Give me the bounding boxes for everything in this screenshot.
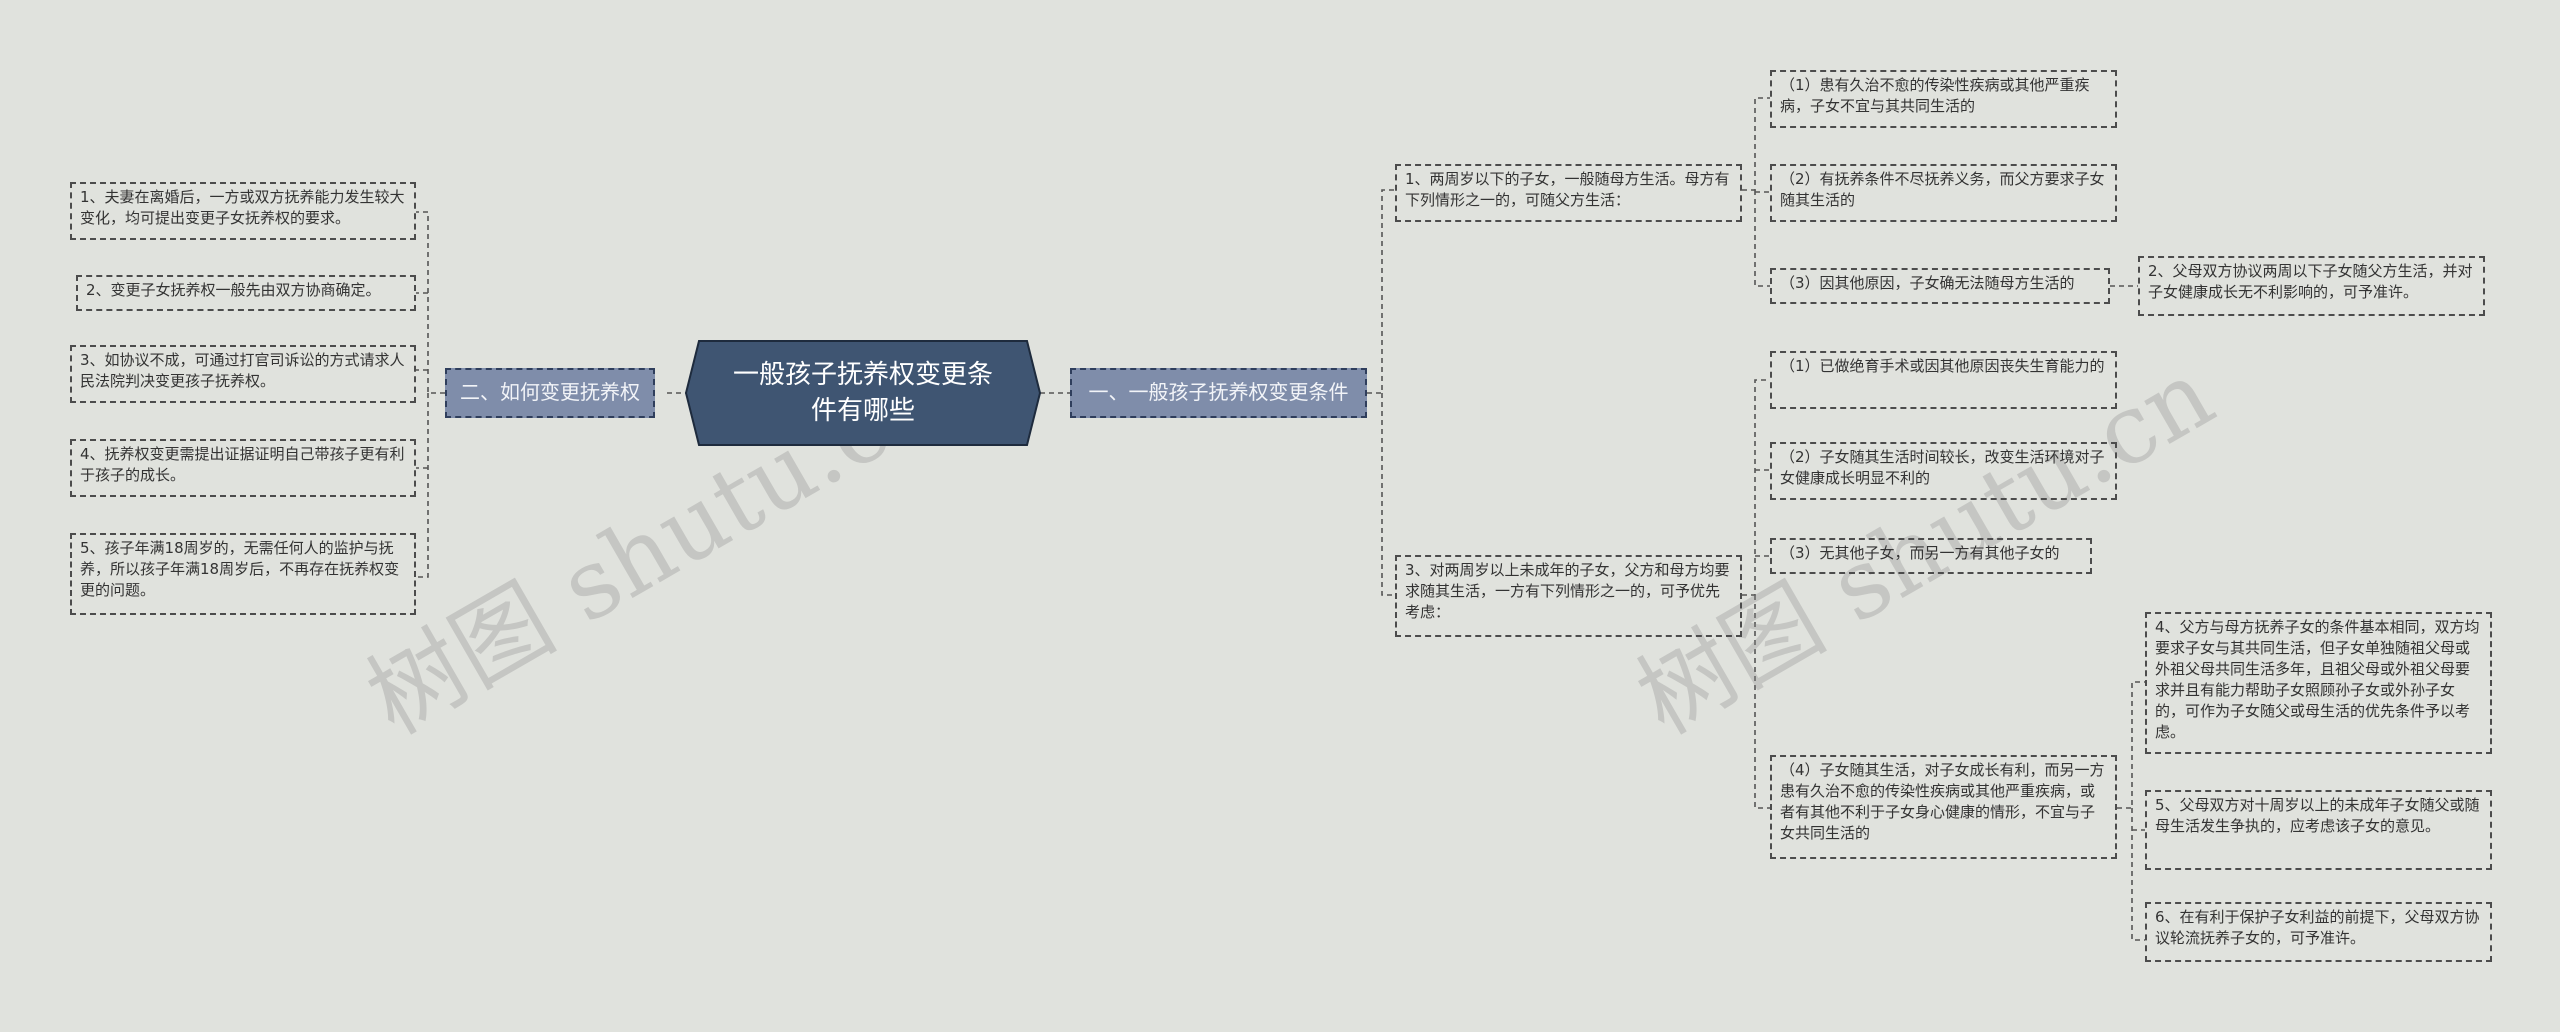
condition-over-two[interactable]: 3、对两周岁以上未成年的子女，父方和母方均要求随其生活，一方有下列情形之一的，可… (1395, 555, 1742, 637)
child-over-ten-opinion[interactable]: 5、父母双方对十周岁以上的未成年子女随父或随母生活发生争执的，应考虑该子女的意见… (2145, 790, 2492, 870)
branch-change-conditions[interactable]: 一、一般孩子抚养权变更条件 (1070, 368, 1367, 418)
condition-over-two-item-4[interactable]: （4）子女随其生活，对子女成长有利，而另一方患有久治不愈的传染性疾病或其他严重疾… (1770, 755, 2117, 859)
left-item-1[interactable]: 1、夫妻在离婚后，一方或双方抚养能力发生较大变化，均可提出变更子女抚养权的要求。 (70, 182, 416, 240)
left-item-4[interactable]: 4、抚养权变更需提出证据证明自己带孩子更有利于孩子的成长。 (70, 439, 416, 497)
condition-under-two-item-1[interactable]: （1）患有久治不愈的传染性疾病或其他严重疾病，子女不宜与其共同生活的 (1770, 70, 2117, 128)
condition-under-two-item-2[interactable]: （2）有抚养条件不尽抚养义务，而父方要求子女随其生活的 (1770, 164, 2117, 222)
left-item-2[interactable]: 2、变更子女抚养权一般先由双方协商确定。 (76, 275, 416, 311)
root-hexagon-shape (685, 340, 1041, 446)
condition-over-two-item-1[interactable]: （1）已做绝育手术或因其他原因丧失生育能力的 (1770, 351, 2117, 409)
branch-change-custody[interactable]: 二、如何变更抚养权 (445, 368, 655, 418)
branch-label: 一、一般孩子抚养权变更条件 (1088, 380, 1349, 404)
condition-over-two-item-3[interactable]: （3）无其他子女，而另一方有其他子女的 (1770, 538, 2092, 574)
root-node[interactable]: 一般孩子抚养权变更条件有哪些 (685, 340, 1041, 446)
rotating-custody-agreement[interactable]: 6、在有利于保护子女利益的前提下，父母双方协议轮流抚养子女的，可予准许。 (2145, 902, 2492, 962)
root-title: 一般孩子抚养权变更条件有哪些 (732, 360, 993, 426)
parents-agreement-under-two[interactable]: 2、父母双方协议两周以下子女随父方生活，并对子女健康成长无不利影响的，可予准许。 (2138, 256, 2485, 316)
condition-under-two[interactable]: 1、两周岁以下的子女，一般随母方生活。母方有下列情形之一的，可随父方生活： (1395, 164, 1742, 222)
condition-under-two-item-3[interactable]: （3）因其他原因，子女确无法随母方生活的 (1770, 268, 2110, 304)
left-item-3[interactable]: 3、如协议不成，可通过打官司诉讼的方式请求人民法院判决变更孩子抚养权。 (70, 345, 416, 403)
left-item-5[interactable]: 5、孩子年满18周岁的，无需任何人的监护与抚养，所以孩子年满18周岁后，不再存在… (70, 533, 416, 615)
grandparents-condition[interactable]: 4、父方与母方抚养子女的条件基本相同，双方均要求子女与其共同生活，但子女单独随祖… (2145, 612, 2492, 754)
branch-label: 二、如何变更抚养权 (460, 380, 640, 404)
condition-over-two-item-2[interactable]: （2）子女随其生活时间较长，改变生活环境对子女健康成长明显不利的 (1770, 442, 2117, 500)
